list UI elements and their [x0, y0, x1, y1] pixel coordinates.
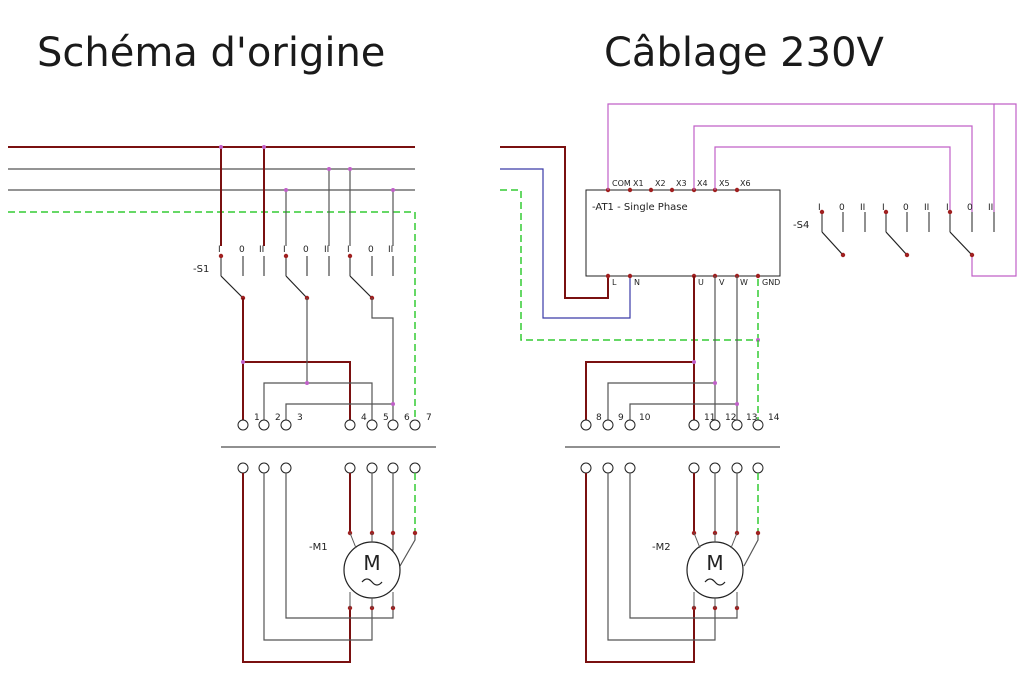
vfd-power-labels: L N U V W GND [612, 278, 780, 287]
svg-text:I: I [347, 245, 350, 255]
svg-text:0: 0 [368, 245, 374, 255]
terminal-number: 13 [746, 413, 757, 423]
vfd-at1-box [585, 189, 781, 277]
control-wire-x4 [693, 125, 973, 212]
svg-text:L: L [612, 278, 617, 287]
terminal-number: 11 [704, 413, 715, 423]
terminal-number: 14 [768, 413, 780, 423]
svg-text:0: 0 [839, 203, 845, 213]
svg-text:M: M [363, 551, 380, 575]
svg-text:N: N [634, 278, 640, 287]
svg-text:II: II [324, 245, 329, 255]
svg-text:I: I [818, 203, 821, 213]
svg-text:X3: X3 [676, 179, 687, 188]
svg-text:GND: GND [762, 278, 780, 287]
svg-text:X5: X5 [719, 179, 730, 188]
svg-text:U: U [698, 278, 704, 287]
svg-text:II: II [388, 245, 393, 255]
terminal-number: 1 [254, 413, 260, 423]
svg-text:X2: X2 [655, 179, 666, 188]
svg-text:0: 0 [967, 203, 973, 213]
svg-text:0: 0 [239, 245, 245, 255]
svg-text:X4: X4 [697, 179, 708, 188]
control-wire-com [607, 103, 995, 212]
svg-text:I: I [218, 245, 221, 255]
svg-text:II: II [988, 203, 993, 213]
motor-label-m2: -M2 [652, 542, 671, 553]
svg-text:COM: COM [612, 179, 631, 188]
terminal-number: 5 [383, 413, 389, 423]
supply-line-earth [500, 189, 759, 341]
junction-dot [391, 188, 395, 192]
svg-text:II: II [259, 245, 264, 255]
title-original-schematic: Schéma d'origine [37, 30, 386, 76]
terminal-number: 10 [639, 413, 651, 423]
supply-line-neutral [500, 168, 631, 319]
terminal-number: 8 [596, 413, 602, 423]
svg-text:I: I [283, 245, 286, 255]
terminal-number: 6 [404, 413, 410, 423]
terminal-number: 2 [275, 413, 281, 423]
terminal-block-right: 8 9 10 11 12 13 14 [580, 413, 780, 474]
switch-s1: I 0 II I 0 II I 0 II [218, 245, 394, 301]
svg-text:0: 0 [903, 203, 909, 213]
motor-label-m1: -M1 [309, 542, 328, 553]
switch-label-s4: -S4 [793, 220, 809, 231]
right-schematic: -AT1 - Single Phase COM X1 X2 X3 X4 X5 X… [500, 103, 1017, 663]
svg-text:V: V [719, 278, 725, 287]
title-230v-wiring: Câblage 230V [604, 30, 884, 76]
svg-text:M: M [706, 551, 723, 575]
svg-text:I: I [946, 203, 949, 213]
svg-text:II: II [860, 203, 865, 213]
svg-text:X6: X6 [740, 179, 751, 188]
junction-dot [327, 167, 331, 171]
terminal-block-left: 1 2 3 4 5 6 7 [237, 413, 432, 474]
svg-text:0: 0 [303, 245, 309, 255]
switch-s4: I 0 II I 0 II I 0 II [818, 203, 995, 258]
motor-m2: M [686, 532, 744, 608]
switch-label-s1: -S1 [193, 264, 209, 275]
terminal-number: 4 [361, 413, 367, 423]
terminal-number: 9 [618, 413, 624, 423]
svg-text:II: II [924, 203, 929, 213]
svg-text:X1: X1 [633, 179, 644, 188]
motor-m1: M [343, 532, 401, 608]
terminal-number: 7 [426, 413, 432, 423]
vfd-label: -AT1 - Single Phase [592, 202, 688, 213]
vfd-input-labels: COM X1 X2 X3 X4 X5 X6 [612, 179, 751, 188]
supply-line-phase [500, 146, 609, 299]
control-wire-x5 [714, 146, 951, 212]
terminal-number: 12 [725, 413, 736, 423]
junction-dot [284, 188, 288, 192]
svg-text:W: W [740, 278, 748, 287]
junction-dot [219, 145, 223, 149]
terminal-number: 3 [297, 413, 303, 423]
left-schematic: -S1 I 0 II I 0 II [8, 145, 436, 663]
junction-dot [262, 145, 266, 149]
junction-dot [348, 167, 352, 171]
svg-text:I: I [882, 203, 885, 213]
